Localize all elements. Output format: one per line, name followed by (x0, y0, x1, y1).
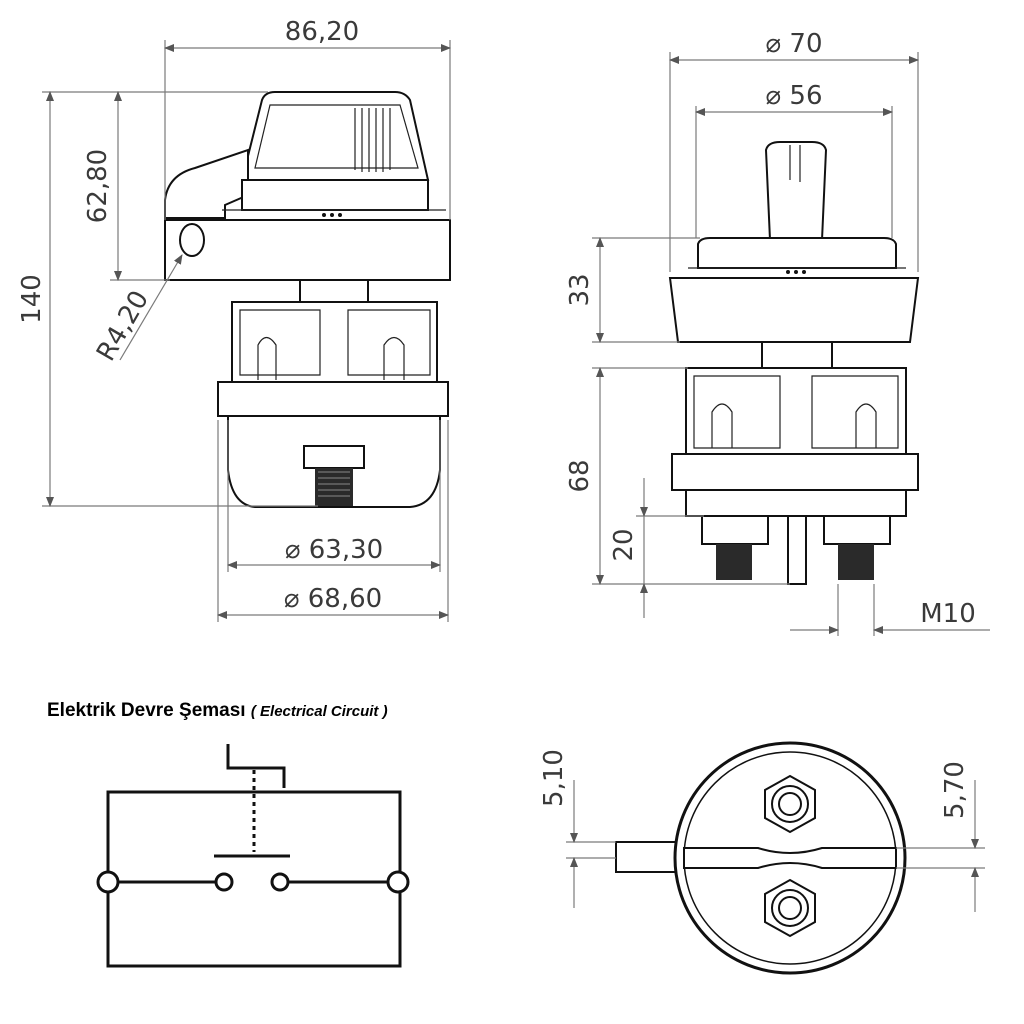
front-view: 86,20 140 62,80 R4,20 ⌀ 63,30 ⌀ 68,60 (17, 17, 451, 622)
upper-terminal (764, 774, 816, 834)
side-contact-housing (685, 367, 907, 455)
side-shaft (761, 341, 833, 369)
thread-label: M10 (920, 599, 976, 629)
front-total-height-label: 140 (17, 274, 47, 324)
side-collar (697, 237, 897, 269)
left-terminal-nut (701, 515, 769, 545)
knob-collar (241, 179, 429, 211)
left-terminal-stud (716, 544, 752, 580)
knob (240, 91, 430, 181)
stud-height-label: 20 (609, 528, 639, 561)
bottom-left-dim-label: 5,10 (539, 749, 569, 807)
mount-hole (179, 223, 205, 257)
side-knob (764, 141, 828, 241)
side-base (685, 489, 907, 517)
bottom-view: 5,10 5,70 (539, 741, 985, 975)
circuit-caption: Elektrik Devre Şeması ( Electrical Circu… (47, 700, 388, 722)
right-terminal-stud (838, 544, 874, 580)
side-outer-dia-label: ⌀ 70 (765, 29, 822, 59)
shaft (299, 279, 369, 303)
side-body-height-label: 68 (565, 459, 595, 492)
contact-right (270, 872, 290, 892)
terminal-left (96, 870, 120, 894)
upper-body (164, 219, 451, 281)
caption-subtitle: ( Electrical Circuit ) (250, 703, 388, 720)
actuator (226, 744, 286, 788)
side-flange (671, 453, 919, 491)
right-terminal-nut (823, 515, 891, 545)
circuit-bottom-wire (106, 884, 402, 968)
front-width-label: 86,20 (285, 17, 359, 47)
circuit-diagram (96, 744, 410, 968)
stud (315, 468, 353, 506)
circuit-top-wire (106, 790, 402, 880)
side-knob-dia-label: ⌀ 56 (765, 81, 822, 111)
lower-terminal (764, 878, 816, 938)
flange (217, 381, 449, 417)
front-inner-dia-label: ⌀ 63,30 (285, 535, 383, 565)
side-top-height-label: 33 (565, 273, 595, 306)
contact-housing (231, 301, 438, 383)
side-view: ⌀ 70 ⌀ 56 33 68 20 M10 (565, 29, 990, 636)
contact-left (214, 872, 234, 892)
terminal-right (386, 870, 410, 894)
bottom-right-dim-label: 5,70 (940, 761, 970, 819)
radius-label: R4,20 (91, 286, 155, 367)
lever-lug (164, 148, 249, 219)
front-outer-dia-label: ⌀ 68,60 (284, 584, 382, 614)
side-body (668, 277, 920, 343)
front-top-height-label: 62,80 (83, 149, 113, 223)
nut (303, 445, 365, 469)
center-pin (787, 515, 807, 585)
caption-title: Elektrik Devre Şeması (47, 700, 246, 721)
